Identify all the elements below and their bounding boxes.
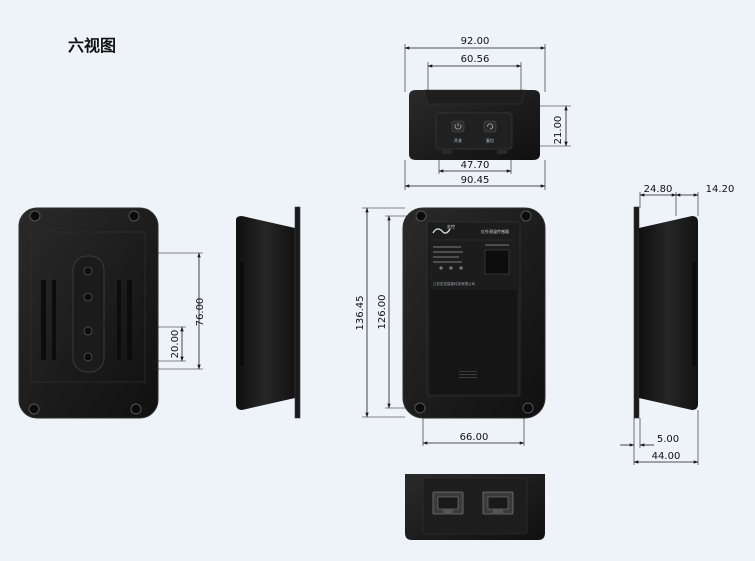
back-view-groove <box>117 280 121 360</box>
right-view-body <box>639 216 698 410</box>
dim-front-hole-width: 66.00 <box>460 432 489 443</box>
reset-button-label: 复位 <box>486 137 494 143</box>
back-view-groove <box>52 280 56 360</box>
left-view <box>236 206 301 419</box>
rail-screw <box>83 266 93 276</box>
mounting-hole <box>28 403 40 415</box>
page-title: 六视图 <box>68 36 116 55</box>
dim-right-depth-b: 14.20 <box>706 184 735 195</box>
front-brand: 宏控 <box>447 223 455 229</box>
top-view: 开关 复位 92.00 60.56 21.00 47.70 90.45 <box>404 36 571 190</box>
mounting-hole <box>128 210 140 222</box>
dim-top-height: 21.00 <box>553 116 564 145</box>
back-view-groove <box>127 280 132 360</box>
button-panel <box>435 112 513 150</box>
qr-code-area <box>484 249 510 275</box>
right-view-groove <box>692 262 696 366</box>
spec-line <box>433 251 463 253</box>
right-view-flange <box>633 206 640 419</box>
mounting-hole <box>520 210 532 222</box>
power-button-label: 开关 <box>454 137 462 143</box>
dim-right-overall-depth: 44.00 <box>652 451 681 462</box>
ethernet-port-icon <box>432 491 464 515</box>
right-view: 24.80 14.20 5.00 44.00 <box>620 184 734 465</box>
dim-front-overall-height: 136.45 <box>355 296 366 331</box>
left-view-body <box>236 216 295 410</box>
dim-top-bottom-width: 90.45 <box>461 175 490 186</box>
front-company: 江苏宏控智能科技有限公司 <box>433 281 475 286</box>
brand-logo-icon <box>432 228 451 234</box>
indicator-led <box>449 266 453 270</box>
left-view-groove <box>240 262 244 366</box>
front-product-name: 红外测温传感器 <box>481 228 509 234</box>
spec-line <box>433 246 461 248</box>
indicator-led <box>439 266 443 270</box>
spec-line <box>433 256 459 258</box>
bottom-view <box>405 474 545 540</box>
reset-button <box>483 120 497 133</box>
left-view-flange <box>294 206 301 419</box>
spec-line <box>485 244 509 246</box>
back-view-recess <box>30 231 146 383</box>
front-view: 宏控 红外测温传感器 江苏宏控智能科技有限公司 136.45 126.00 66… <box>355 207 546 446</box>
vent-slot <box>459 374 477 375</box>
reset-icon <box>487 123 494 130</box>
rail-screw <box>83 326 93 336</box>
front-lower-panel <box>430 290 517 394</box>
dim-front-hole-height: 126.00 <box>377 295 388 330</box>
dim-back-rail-height: 76.00 <box>195 298 206 327</box>
dim-top-panel-width: 47.70 <box>461 160 490 171</box>
mounting-hole <box>522 402 534 414</box>
dim-top-overall-width: 92.00 <box>461 36 490 47</box>
top-view-foot <box>497 150 507 154</box>
vent-slot <box>459 377 477 378</box>
power-icon <box>454 123 462 130</box>
dim-back-screw-spacing: 20.00 <box>170 330 181 359</box>
back-view: 76.00 20.00 <box>18 207 206 419</box>
vent-slot <box>459 371 477 372</box>
top-view-flange <box>423 89 526 105</box>
top-view-foot <box>442 150 452 154</box>
spec-line <box>433 261 462 263</box>
dim-right-depth-a: 24.80 <box>644 184 673 195</box>
back-view-groove <box>41 280 46 360</box>
mounting-hole <box>130 403 142 415</box>
rail-screw <box>83 352 93 362</box>
dim-top-flange-width: 60.56 <box>461 54 490 65</box>
dim-right-flange-thickness: 5.00 <box>657 434 679 445</box>
rail-screw <box>83 292 93 302</box>
mounting-rail <box>72 255 105 373</box>
indicator-led <box>459 266 463 270</box>
mounting-hole <box>29 210 41 222</box>
ethernet-port-icon <box>482 491 514 515</box>
